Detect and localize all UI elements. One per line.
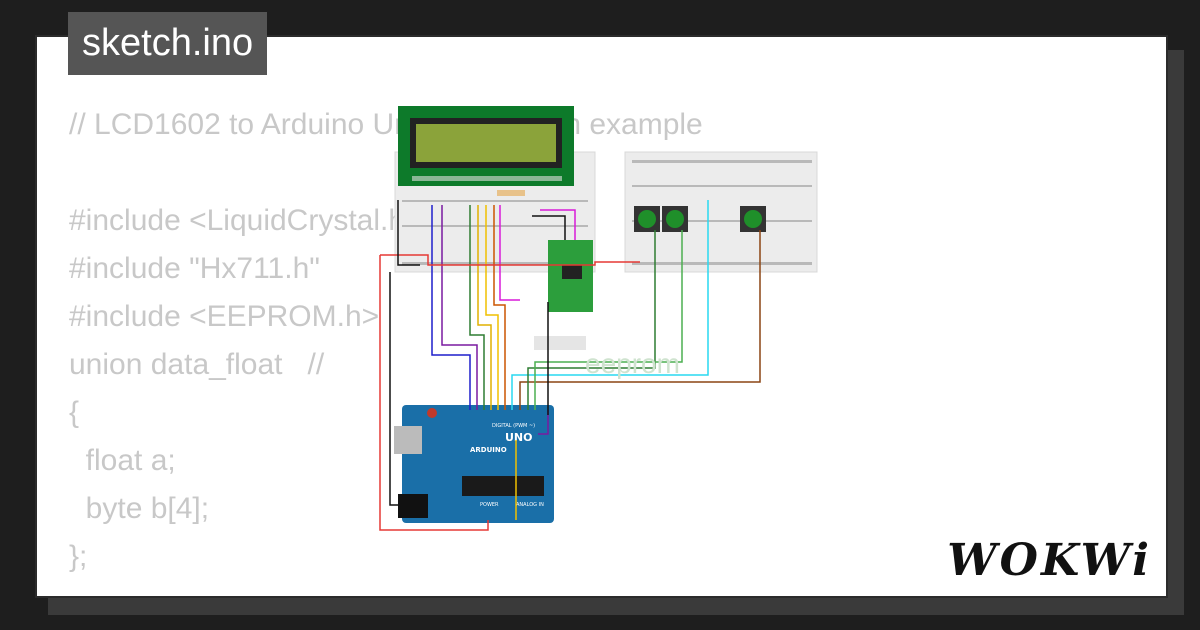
code-line: #include <LiquidCrystal.h> [69, 204, 423, 237]
code-line: byte b[4]; [69, 492, 210, 525]
wokwi-logo: WOKWi [947, 535, 1152, 586]
code-line: float a; [69, 444, 176, 477]
code-line: { [69, 396, 80, 429]
lcd-screen [416, 124, 556, 162]
wires [379, 200, 761, 531]
push-button [634, 206, 660, 232]
code-line: }; [69, 540, 88, 573]
load-cell-connector [534, 336, 586, 350]
analog-pins-label: ANALOG IN [516, 502, 544, 508]
eeprom-label: eeprom [585, 348, 680, 379]
arduino-brand-label: ARDUINO [470, 446, 507, 454]
code-line: #include "Hx711.h" [69, 252, 320, 285]
resistor [497, 190, 525, 196]
arduino-model-label: UNO [505, 431, 533, 444]
code-line: #include <EEPROM.h> [69, 300, 380, 333]
code-line: union data_float // [69, 348, 325, 381]
power-pins-label: POWER [480, 502, 499, 508]
sketch-filename-tab[interactable]: sketch.ino [68, 12, 268, 75]
push-button [662, 206, 688, 232]
push-button [740, 206, 766, 232]
digital-pins-label: DIGITAL (PWM ~) [492, 423, 535, 429]
